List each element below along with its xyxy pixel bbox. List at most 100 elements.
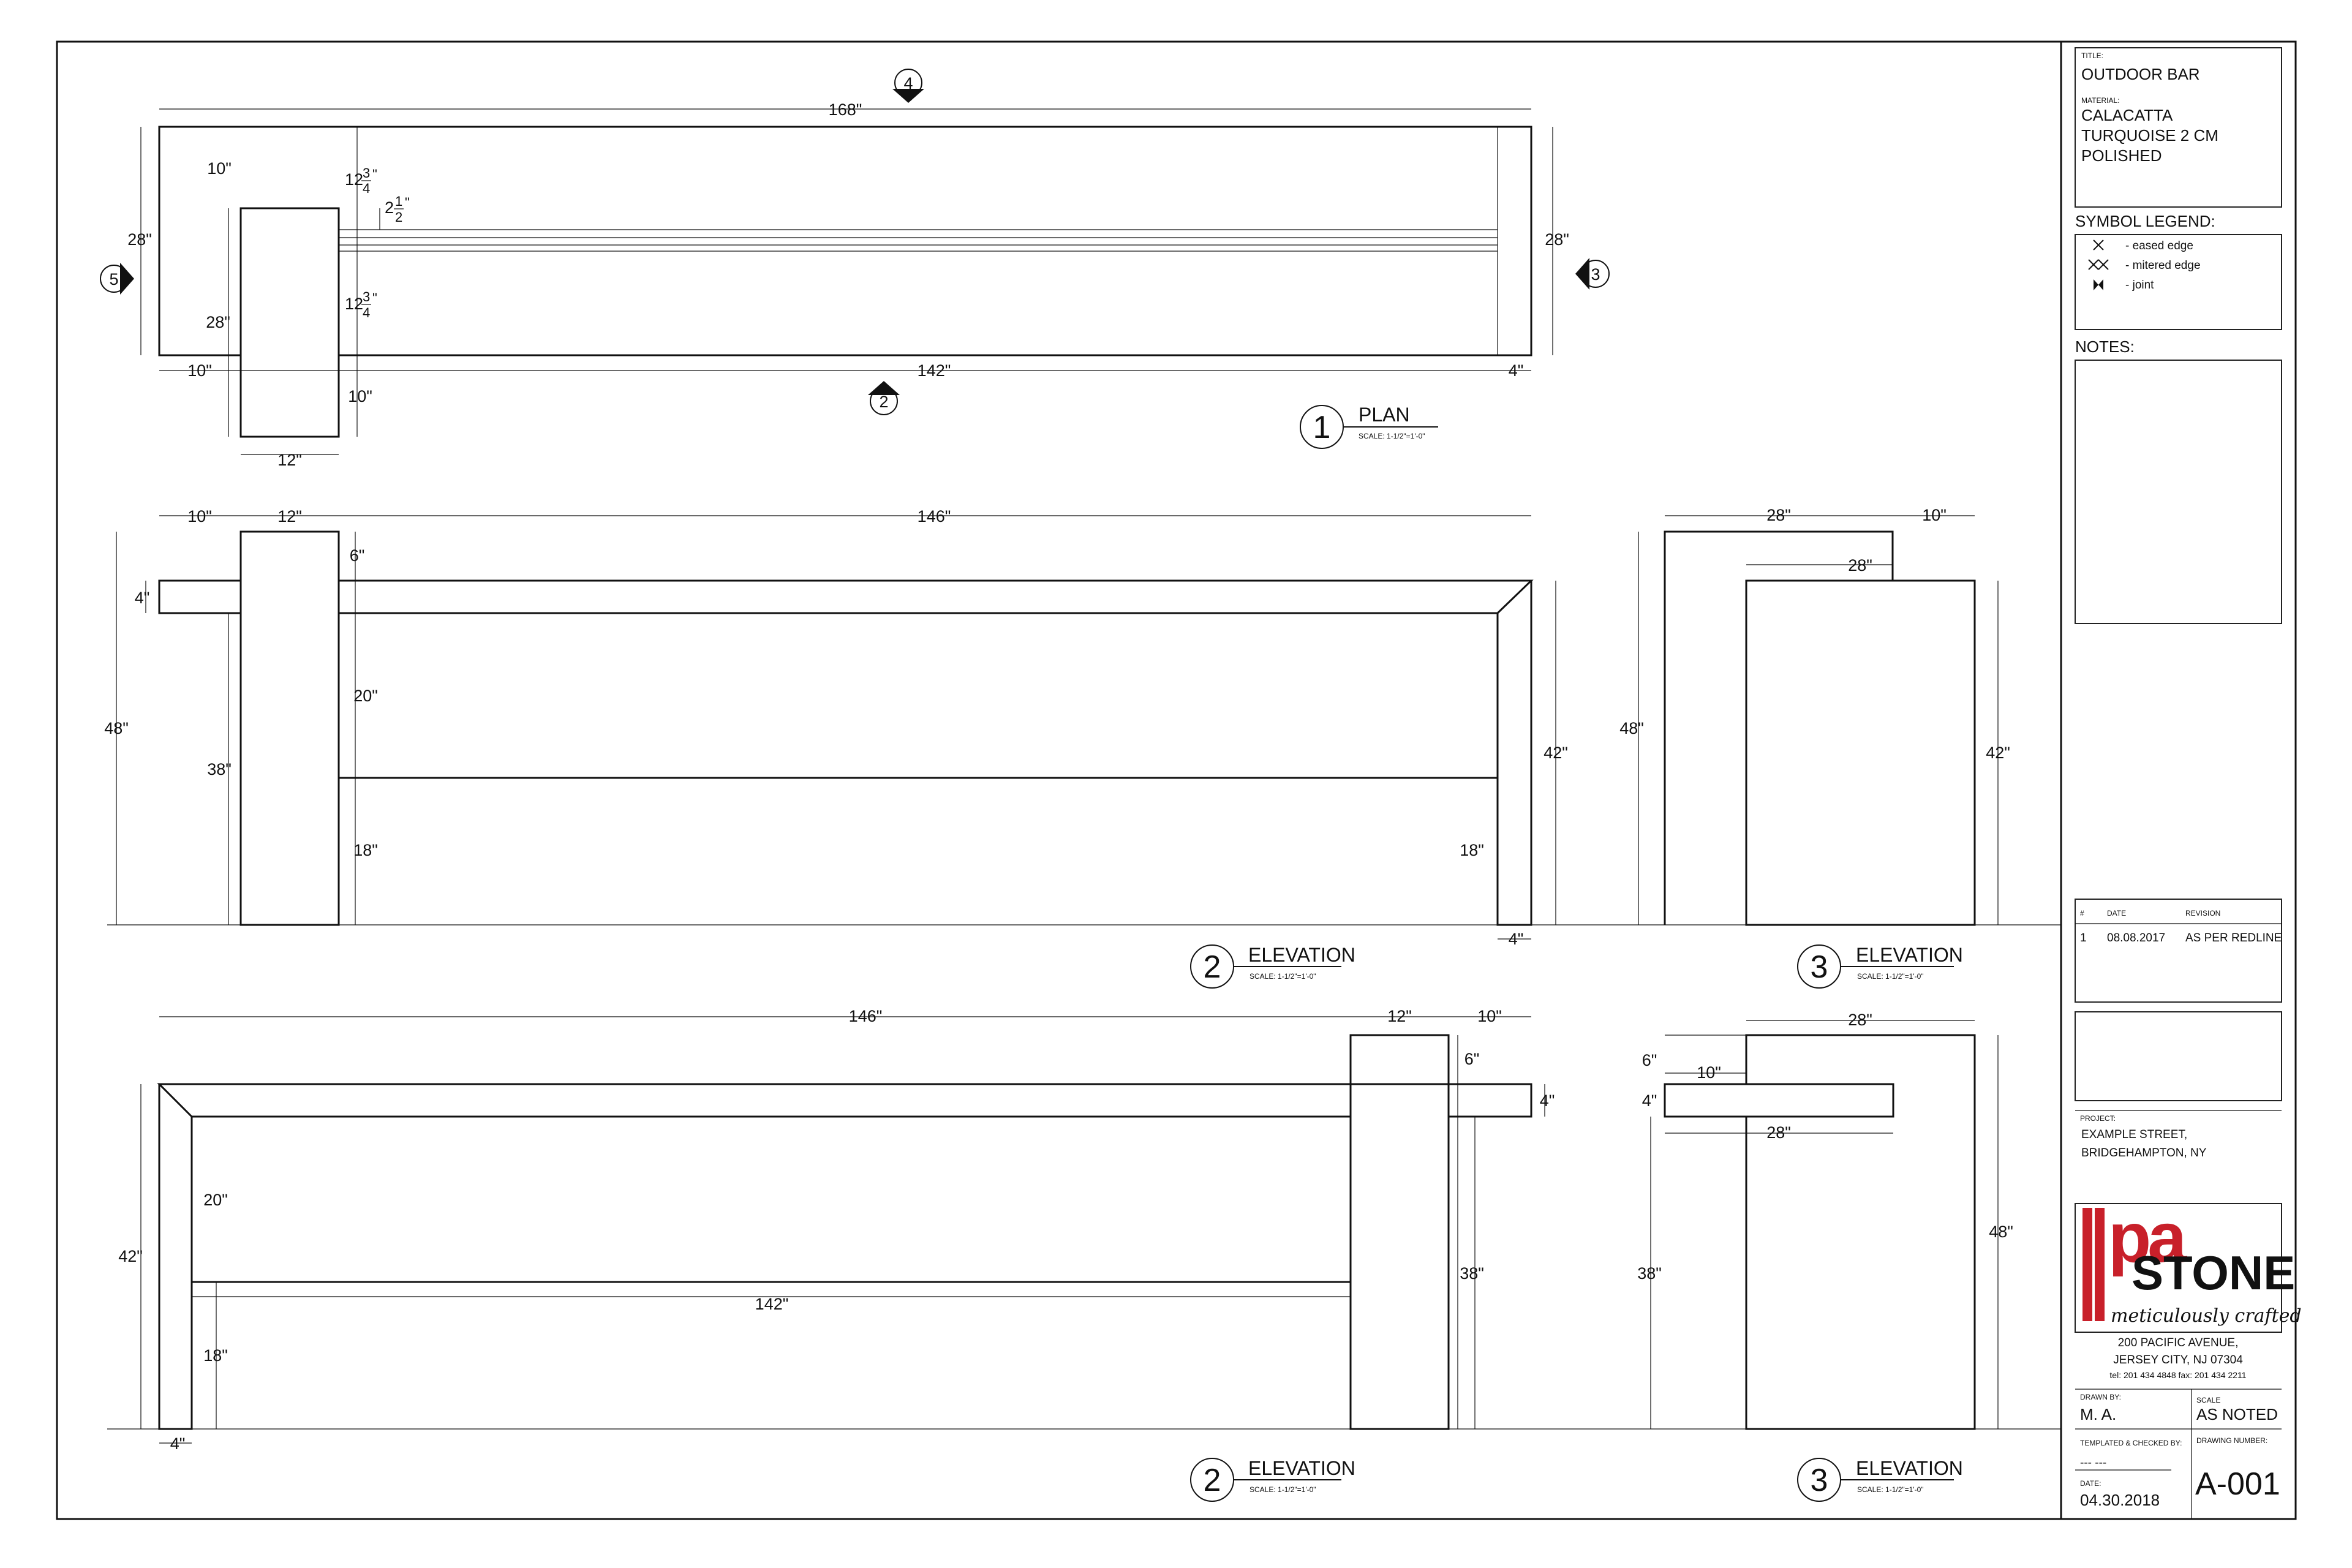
front-dim-18-right: 18" (1460, 841, 1484, 859)
rear-side-dim-38: 38" (1637, 1264, 1662, 1283)
date-label: DATE: (2080, 1479, 2101, 1488)
address-line-2: JERSEY CITY, NJ 07304 (2113, 1354, 2243, 1366)
project-label: PROJECT: (2080, 1114, 2116, 1123)
front-dim-146: 146" (918, 507, 951, 526)
svg-text:2: 2 (395, 209, 402, 225)
templated-value: --- --- (2080, 1457, 2106, 1469)
drawing-title: OUTDOOR BAR (2081, 65, 2200, 83)
rear-countertop (157, 1083, 1351, 1118)
side-top-profile (1664, 530, 1894, 925)
project-line-1: EXAMPLE STREET, (2081, 1128, 2187, 1141)
svg-text:ELEVATION: ELEVATION (1248, 1457, 1355, 1479)
material-line-2: TURQUOISE 2 CM (2081, 126, 2218, 145)
front-dim-38: 38" (207, 760, 232, 778)
sheet-border (56, 40, 2297, 1520)
front-left-overhang (158, 579, 242, 614)
rear-dim-4: 4" (1540, 1091, 1555, 1110)
project-line-2: BRIDGEHAMPTON, NY (2081, 1147, 2207, 1159)
svg-text:SCALE: 1-1/2"=1'-0": SCALE: 1-1/2"=1'-0" (1250, 972, 1316, 981)
svg-text:4: 4 (363, 181, 370, 196)
rear-dim-38: 38" (1460, 1264, 1484, 1283)
eased-edge-icon (2093, 239, 2104, 251)
side-body (1745, 579, 1976, 926)
front-dim-18-left: 18" (353, 841, 378, 859)
front-dim-20: 20" (353, 687, 378, 705)
rear-side-elevation-title: 3 ELEVATION SCALE: 1-1/2"=1'-0" (1797, 1457, 1963, 1502)
rear-left-leg (158, 1084, 193, 1430)
rear-side-elevation-view: 28" 6" 10" 4" 28" 48" 38" 3 ELEVATION SC… (1637, 1011, 2013, 1502)
title-material-box (2075, 47, 2282, 208)
rear-dim-10: 10" (1477, 1007, 1502, 1025)
scale-label: SCALE (2196, 1396, 2220, 1404)
dim-lower-12-3-4: 12 3 4 " (345, 289, 377, 320)
joint-icon (2094, 279, 2103, 290)
svg-text:3: 3 (1811, 949, 1828, 985)
front-dim-12: 12" (277, 507, 302, 526)
svg-text:ELEVATION: ELEVATION (1248, 944, 1355, 966)
rear-dim-18: 18" (203, 1346, 228, 1365)
front-dim-42: 42" (1544, 744, 1568, 762)
svg-text:3: 3 (363, 165, 370, 181)
blank-box (2075, 1011, 2282, 1101)
revision-header-revision: REVISION (2185, 909, 2220, 918)
front-right-leg (1496, 581, 1532, 926)
dim-top-10: 10" (207, 159, 232, 178)
svg-text:4: 4 (903, 74, 913, 92)
rear-side-body (1745, 1034, 1976, 1430)
rear-elevation-title: 2 ELEVATION SCALE: 1-1/2"=1'-0" (1190, 1457, 1355, 1502)
plan-view-title: 1 PLAN SCALE: 1-1/2"=1'-0" (1300, 404, 1438, 449)
svg-text:4: 4 (363, 305, 370, 320)
revision-header-date: DATE (2107, 909, 2126, 918)
notes-box (2075, 360, 2282, 624)
front-countertop (339, 579, 1534, 614)
front-elevation-title: 2 ELEVATION SCALE: 1-1/2"=1'-0" (1190, 944, 1355, 989)
svg-text:2: 2 (1204, 949, 1221, 985)
rear-side-countertop (1664, 1083, 1894, 1118)
dim-bottom-left-10: 10" (187, 361, 212, 380)
mitered-edge-icon (2088, 259, 2109, 270)
date-value: 04.30.2018 (2080, 1491, 2160, 1509)
plan-view-label: PLAN (1359, 404, 1410, 426)
rear-right-overhang (1351, 1083, 1532, 1118)
rear-side-dim-28: 28" (1766, 1123, 1791, 1142)
svg-text:2: 2 (385, 198, 394, 217)
address-line-3: tel: 201 434 4848 fax: 201 434 2211 (2109, 1370, 2246, 1380)
svg-text:SCALE: 1-1/2"=1'-0": SCALE: 1-1/2"=1'-0" (1857, 1485, 1924, 1494)
svg-text:1: 1 (395, 194, 402, 209)
rear-side-dim-6: 6" (1642, 1051, 1657, 1069)
dim-168: 168" (829, 100, 862, 119)
plan-view-scale: SCALE: 1-1/2"=1'-0" (1359, 432, 1425, 440)
plan-bar-top (158, 126, 1532, 356)
plan-view: 168" 28" 28" 10" 28" 10" 142" 4" 10" 12"… (100, 69, 1610, 469)
revision-number: 1 (2080, 932, 2087, 944)
notes-heading: NOTES: (2075, 337, 2135, 356)
side-elevation-title: 3 ELEVATION SCALE: 1-1/2"=1'-0" (1797, 944, 1963, 989)
rear-side-dim-4: 4" (1642, 1091, 1657, 1110)
logo-script: meticulously crafted (2111, 1305, 2302, 1327)
dim-pier-28: 28" (206, 313, 230, 331)
side-dim-10: 10" (1922, 506, 1947, 524)
address-line-1: 200 PACIFIC AVENUE, (2118, 1336, 2239, 1349)
front-dim-leg-4: 4" (1509, 930, 1524, 948)
rear-dim-142: 142" (755, 1295, 789, 1313)
svg-text:3: 3 (1591, 265, 1600, 284)
plan-pier (239, 207, 340, 438)
scale-value: AS NOTED (2196, 1405, 2278, 1423)
svg-text:2: 2 (1204, 1463, 1221, 1498)
dim-right-4: 4" (1509, 361, 1524, 380)
dim-pier-12: 12" (277, 451, 302, 469)
rear-elevation-view: 146" 12" 10" 6" 4" 42" 20" 142" 18" 38" … (107, 1007, 2061, 1502)
front-dim-10: 10" (187, 507, 212, 526)
company-logo: pa STONE meticulously crafted (2075, 1199, 2302, 1333)
svg-text:ELEVATION: ELEVATION (1856, 944, 1963, 966)
rear-side-dim-10: 10" (1697, 1063, 1721, 1082)
dim-gap-2-1-2: 2 1 2 " (379, 194, 410, 230)
front-elevation-view: 10" 12" 146" 6" 4" 48" 38" 20" 18" 18" 4… (104, 507, 2061, 989)
svg-text:SCALE: 1-1/2"=1'-0": SCALE: 1-1/2"=1'-0" (1857, 972, 1924, 981)
rear-dim-leg-4: 4" (170, 1434, 186, 1453)
symbol-legend-heading: SYMBOL LEGEND: (2075, 212, 2215, 230)
title-block: TITLE: OUTDOOR BAR MATERIAL: CALACATTA T… (2075, 47, 2302, 1519)
section-marker-5: 5 (100, 263, 134, 295)
revision-box (2075, 899, 2282, 1003)
